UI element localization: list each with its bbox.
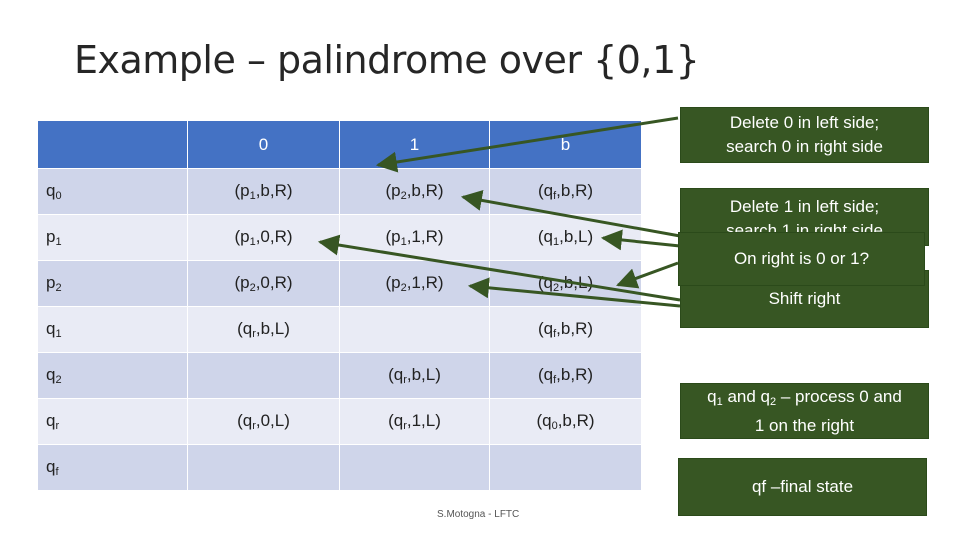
note-text: search 0 in right side [726,137,883,156]
note-text: qf –final state [751,477,854,496]
page-title: Example – palindrome over {0,1} [74,38,700,82]
table-row: q0(p1,b,R)(p2,b,R)(qf,b,R) [37,168,642,215]
transition-cell [339,444,490,491]
transition-cell: (qr,b,L) [187,306,340,353]
transition-cell: (q0,b,R) [489,398,642,445]
note-text-line1: q1 and q2 – process 0 and [707,386,902,408]
transition-cell: (p1,0,R) [187,214,340,261]
table-row: qf [37,444,642,491]
state-cell: qr [37,398,188,445]
state-cell: q2 [37,352,188,399]
header-cell-0: 0 [187,120,340,169]
note-final-state: qf –final state [678,458,927,516]
table-header-row: 0 1 b [37,120,642,169]
note-text-line2: 1 on the right [754,415,855,435]
table-row: qr(qr,0,L)(qr,1,L)(q0,b,R) [37,398,642,445]
note-text: Shift right [768,289,841,308]
transition-cell [187,352,340,399]
table-body: q0(p1,b,R)(p2,b,R)(qf,b,R)p1(p1,0,R)(p1,… [37,168,642,491]
state-cell: qf [37,444,188,491]
transition-cell: (q1,b,L) [489,214,642,261]
note-text: On right is 0 or 1? [733,249,870,268]
transition-cell [187,444,340,491]
footer-credit: S.Motogna - LFTC [437,509,520,520]
state-cell: p2 [37,260,188,307]
transition-cell: (p2,1,R) [339,260,490,307]
transition-cell: (qf,b,R) [489,168,642,215]
state-cell: q0 [37,168,188,215]
transition-cell: (qf,b,R) [489,352,642,399]
note-text: Delete 0 in left side; [729,113,880,132]
state-cell: q1 [37,306,188,353]
transition-cell: (q2,b,L) [489,260,642,307]
table-row: q2 (qr,b,L)(qf,b,R) [37,352,642,399]
transition-cell: (p1,b,R) [187,168,340,215]
note-text: Delete 1 in left side; [729,197,880,216]
transition-cell [489,444,642,491]
table-row: q1(qr,b,L) (qf,b,R) [37,306,642,353]
transition-table: 0 1 b q0(p1,b,R)(p2,b,R)(qf,b,R)p1(p1,0,… [37,120,642,491]
note-on-right: On right is 0 or 1? [678,232,925,286]
table-row: p1(p1,0,R)(p1,1,R)(q1,b,L) [37,214,642,261]
state-cell: p1 [37,214,188,261]
transition-cell: (qr,1,L) [339,398,490,445]
transition-cell: (p1,1,R) [339,214,490,261]
transition-cell: (p2,0,R) [187,260,340,307]
table-row: p2(p2,0,R)(p2,1,R)(q2,b,L) [37,260,642,307]
header-cell-state [37,120,188,169]
note-delete-0: Delete 0 in left side; search 0 in right… [680,107,929,163]
header-cell-b: b [489,120,642,169]
transition-cell: (qf,b,R) [489,306,642,353]
note-q1-q2: q1 and q2 – process 0 and 1 on the right [680,383,929,439]
transition-cell: (p2,b,R) [339,168,490,215]
transition-cell: (qr,b,L) [339,352,490,399]
header-cell-1: 1 [339,120,490,169]
transition-cell: (qr,0,L) [187,398,340,445]
transition-cell [339,306,490,353]
